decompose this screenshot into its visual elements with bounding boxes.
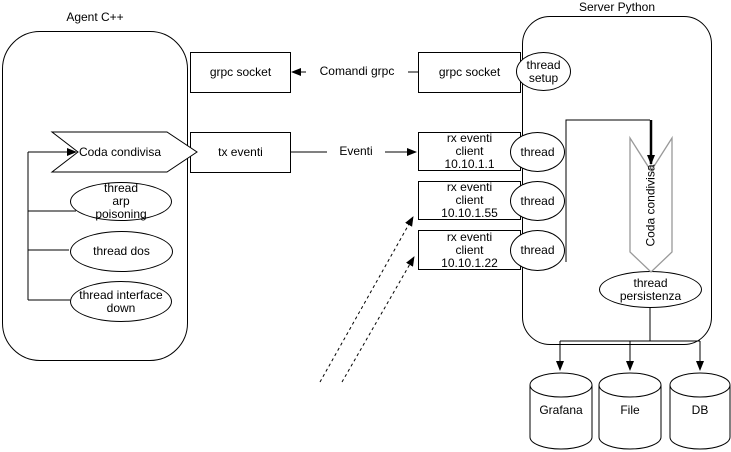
server-grpc-socket-label: grpc socket bbox=[438, 65, 501, 79]
db-cylinder bbox=[669, 372, 731, 450]
tx-eventi-box: tx eventi bbox=[190, 132, 291, 173]
rx-client-box-1: rx eventi client 10.10.1.1 bbox=[418, 132, 521, 171]
arp-line1: thread bbox=[103, 181, 139, 195]
agent-grpc-socket-label: grpc socket bbox=[209, 65, 272, 79]
thread-arp-poisoning-ellipse: thread arp poisoning bbox=[70, 182, 172, 221]
ifdown-line1: thread interface bbox=[79, 287, 163, 302]
thread-interface-down-ellipse: thread interface down bbox=[70, 281, 172, 322]
setup-line2: setup bbox=[528, 70, 559, 85]
pers-line2: persistenza bbox=[619, 288, 682, 303]
setup-line1: thread bbox=[526, 57, 561, 72]
arp-line3: poisoning bbox=[95, 207, 147, 221]
threads-to-queue-line bbox=[565, 119, 650, 262]
rx3-line1: rx eventi bbox=[446, 229, 493, 244]
grafana-cylinder bbox=[529, 372, 593, 450]
rx2-thread-label: thread bbox=[520, 193, 555, 208]
arp-line2: arp bbox=[112, 194, 130, 208]
coda-condivisa-agent-label: Coda condivisa bbox=[78, 145, 162, 159]
dashed-event-arrow-2 bbox=[341, 256, 415, 383]
rx-client-box-2: rx eventi client 10.10.1.55 bbox=[418, 181, 521, 220]
coda-condivisa-server-chevron bbox=[629, 135, 673, 273]
rx2-thread-ellipse: thread bbox=[510, 181, 565, 221]
coda-condivisa-agent-chevron bbox=[50, 131, 198, 173]
dashed-event-arrow-1 bbox=[319, 216, 414, 383]
dos-line1: thread dos bbox=[93, 244, 150, 258]
server-grpc-socket-box: grpc socket bbox=[418, 52, 521, 93]
rx3-ip: 10.10.1.22 bbox=[441, 255, 498, 270]
rx-client-box-3: rx eventi client 10.10.1.22 bbox=[418, 230, 521, 270]
thread-setup-ellipse: thread setup bbox=[516, 52, 571, 91]
pers-line1: thread bbox=[633, 275, 668, 290]
rx1-line1: rx eventi bbox=[446, 131, 493, 145]
ifdown-line2: down bbox=[106, 300, 136, 315]
rx3-thread-ellipse: thread bbox=[510, 230, 565, 271]
agent-title: Agent C++ bbox=[66, 10, 124, 24]
rx3-thread-label: thread bbox=[520, 243, 555, 257]
rx3-line2: client bbox=[455, 242, 484, 257]
eventi-label: Eventi bbox=[327, 145, 385, 158]
rx2-ip: 10.10.1.55 bbox=[441, 206, 498, 220]
grafana-label: Grafana bbox=[539, 403, 583, 417]
coda-condivisa-server-label: Coda condivisa bbox=[643, 164, 658, 247]
server-title: Server Python bbox=[578, 0, 656, 14]
rx1-thread-label: thread bbox=[520, 144, 555, 159]
rx2-line2: client bbox=[455, 193, 484, 207]
rx1-line2: client bbox=[455, 144, 484, 158]
db-label: DB bbox=[691, 403, 709, 417]
rx1-thread-ellipse: thread bbox=[510, 132, 565, 172]
file-label: File bbox=[620, 403, 640, 417]
file-cylinder bbox=[598, 372, 662, 450]
thread-dos-ellipse: thread dos bbox=[70, 231, 173, 272]
agent-grpc-socket-box: grpc socket bbox=[190, 52, 291, 93]
comandi-grpc-label: Comandi grpc bbox=[306, 65, 408, 78]
rx2-line1: rx eventi bbox=[446, 180, 493, 194]
tx-eventi-label: tx eventi bbox=[218, 145, 263, 159]
rx1-ip: 10.10.1.1 bbox=[444, 157, 495, 171]
